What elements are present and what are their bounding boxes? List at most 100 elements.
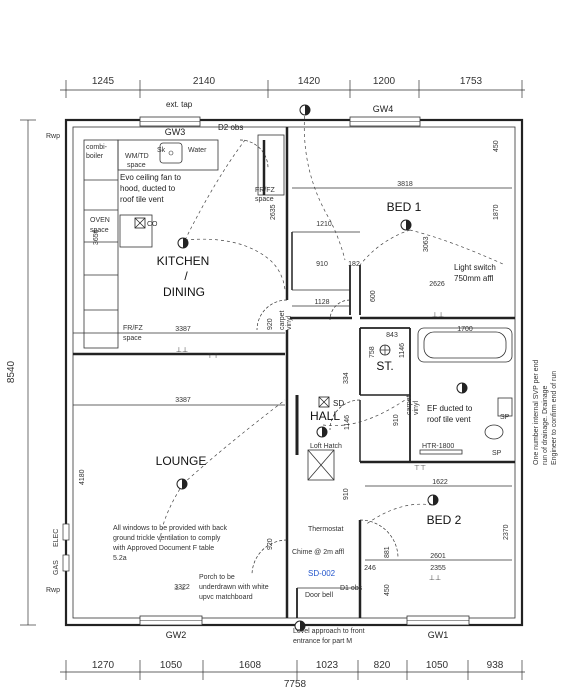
top-dim-4: 1200	[373, 76, 396, 87]
interior-dimensions: 3818 1870 450 3063 1210 910 182 2626 600…	[73, 140, 512, 596]
windows-note-2: ground trickle ventilation to comply	[113, 535, 221, 542]
svg-text:⊤⊤: ⊤⊤	[207, 353, 219, 360]
co-label: CO	[147, 221, 158, 228]
d2-obs-label: D2 obs	[218, 123, 243, 132]
sp-1-label: SP	[500, 414, 510, 421]
porch-note-1: Porch to be	[199, 574, 235, 581]
svg-text:1870: 1870	[493, 204, 500, 220]
level-note-1: Level approach to front	[293, 628, 365, 635]
light-external-icon	[299, 104, 311, 116]
bottom-dim-5: 820	[374, 660, 391, 671]
room-hall: HALL	[310, 409, 340, 423]
porch-note-3: upvc matchboard	[199, 594, 253, 601]
svg-text:910: 910	[393, 414, 400, 426]
top-dim-1: 1245	[92, 76, 115, 87]
vinyl-kitchen-label: vinyl	[286, 316, 293, 330]
windows-note-4: 5.2a	[113, 555, 127, 562]
smoke-detector-icon	[318, 396, 330, 408]
svg-text:450: 450	[493, 140, 500, 152]
svg-text:1210: 1210	[316, 221, 332, 228]
loft-hatch-label: Loft Hatch	[310, 443, 342, 450]
bottom-dim-6: 1050	[426, 660, 449, 671]
svg-text:3063: 3063	[423, 236, 430, 252]
interior-walls	[73, 127, 515, 618]
combi-label: combi-	[86, 144, 108, 151]
svg-text:3387: 3387	[175, 326, 191, 333]
svg-text:910: 910	[343, 488, 350, 500]
window-gw2-label: GW2	[166, 630, 187, 640]
svp-note-1: One number internal SVP per end	[533, 360, 540, 465]
frfz-left-space-label: space	[123, 335, 142, 342]
fan-note-2: hood, ducted to	[120, 184, 176, 193]
light-bath-icon	[456, 382, 468, 394]
porch-note-2: underdrawn with white	[199, 584, 269, 591]
sink-label: Sk	[157, 147, 166, 154]
oven-space-label: space	[90, 227, 109, 234]
windows-note-1: All windows to be provided with back	[113, 525, 228, 532]
outer-walls	[64, 118, 524, 627]
elec-label: ELEC	[53, 529, 60, 547]
carpet-kitchen-label: carpet	[279, 310, 286, 330]
svg-text:881: 881	[384, 546, 391, 558]
top-dimension-chain: 1245 2140 1420 1200 1753	[60, 76, 525, 98]
room-dining: DINING	[163, 285, 205, 299]
room-kitchen: KITCHEN	[157, 254, 210, 268]
svg-text:246: 246	[364, 565, 376, 572]
frfz-left-label: FR/FZ	[123, 325, 144, 332]
light-switch-note-1: Light switch	[454, 263, 496, 272]
svg-text:3656: 3656	[93, 229, 100, 245]
bottom-dim-2: 1050	[160, 660, 183, 671]
svg-text:⊥⊥: ⊥⊥	[174, 585, 186, 592]
vinyl-bath-label: vinyl	[413, 401, 420, 415]
top-dim-2: 2140	[193, 76, 216, 87]
svg-text:3322: 3322	[174, 584, 190, 591]
heater-label: HTR-1800	[422, 443, 454, 450]
svg-text:⊥⊥: ⊥⊥	[176, 347, 188, 354]
ef-note-2: roof tile vent	[427, 415, 471, 424]
bottom-dim-3: 1608	[239, 660, 262, 671]
ext-tap-label: ext. tap	[166, 100, 193, 109]
top-dim-5: 1753	[460, 76, 483, 87]
svg-text:1128: 1128	[314, 299, 329, 306]
room-store: ST.	[376, 359, 393, 373]
bottom-dim-1: 1270	[92, 660, 115, 671]
thermostat-label: Thermostat	[308, 526, 343, 533]
bottom-dimension-chain: 1270 1050 1608 1023 820 1050 938 7758	[60, 660, 525, 690]
rwp-bottom-label: Rwp	[46, 587, 60, 594]
bottom-dim-4: 1023	[316, 660, 339, 671]
sd002-label: SD-002	[308, 569, 336, 578]
svp-note-2: run of drainage. Drainage	[542, 386, 549, 465]
total-height-label: 8540	[6, 360, 17, 383]
d1-obs-label: D1 obs	[340, 585, 363, 592]
svg-text:758: 758	[369, 346, 376, 358]
svp-note-3: Engineer to confirm end of run	[551, 371, 558, 465]
frfz-top-label: FR/FZ	[255, 187, 276, 194]
smoke-detector-label: SD	[333, 399, 344, 408]
wm-td-label: WM/TD	[125, 153, 149, 160]
room-bed1: BED 1	[387, 200, 422, 214]
fan-note-3: roof tile vent	[120, 195, 164, 204]
bottom-dim-7: 938	[487, 660, 504, 671]
light-lounge-icon	[176, 478, 188, 490]
window-gw4-label: GW4	[373, 104, 394, 114]
light-switch-note-2: 750mm affl	[454, 274, 494, 283]
window-gw1-label: GW1	[428, 630, 449, 640]
svg-text:4180: 4180	[79, 469, 86, 485]
svg-text:3818: 3818	[397, 181, 413, 188]
boiler-label: boiler	[86, 153, 104, 160]
top-dim-3: 1420	[298, 76, 321, 87]
sp-2-label: SP	[492, 450, 502, 457]
water-label: Water	[188, 147, 207, 154]
svg-text:⊤⊤: ⊤⊤	[414, 465, 426, 472]
svg-text:1622: 1622	[432, 479, 448, 486]
svg-text:600: 600	[370, 290, 377, 302]
total-width-label: 7758	[284, 679, 307, 690]
svg-text:182: 182	[348, 261, 360, 268]
chime-label: Chime @ 2m affl	[292, 549, 345, 556]
fan-note-1: Evo ceiling fan to	[120, 173, 181, 182]
svg-text:1146: 1146	[399, 343, 406, 358]
svg-text:2626: 2626	[429, 281, 445, 288]
windows-note-3: with Approved Document F table	[112, 545, 214, 552]
svg-text:2635: 2635	[270, 204, 277, 220]
